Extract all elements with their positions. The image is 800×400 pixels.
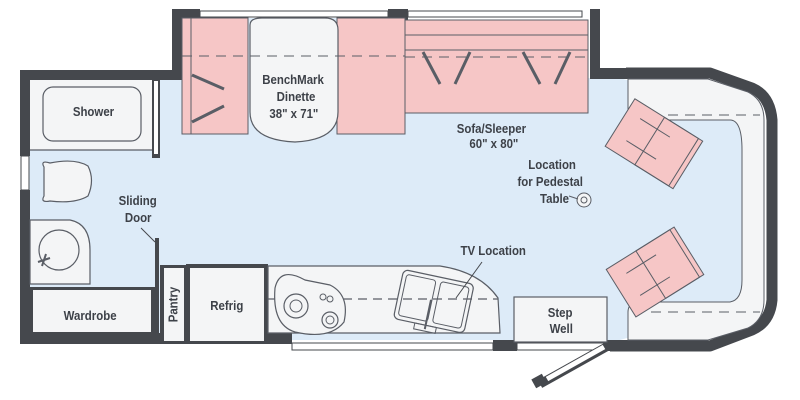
galley-sink	[393, 269, 474, 334]
step-well	[513, 296, 608, 343]
tv-location-label: TV Location	[460, 243, 526, 258]
wardrobe-label: Wardrobe	[63, 308, 117, 323]
sofa-label: Sofa/Sleeper	[456, 121, 527, 136]
toilet	[42, 160, 93, 203]
window-top	[199, 10, 389, 18]
pedestal-table-marker	[568, 192, 592, 208]
sliding-door-label-line2: Door	[124, 210, 152, 225]
pedestal-label-line3: Table	[539, 191, 570, 206]
step-well-label-line2: Well	[549, 321, 573, 336]
pantry	[160, 265, 188, 341]
sliding-door	[155, 238, 159, 338]
shower-label: Shower	[72, 104, 115, 119]
pantry-label: Pantry	[165, 286, 181, 323]
window-top-right	[407, 10, 583, 18]
shower-room	[30, 79, 160, 158]
galley-counter	[267, 261, 501, 335]
pedestal-label-line1: Location	[528, 157, 576, 172]
lavatory-sink	[29, 219, 91, 285]
dinette-label-line1: BenchMark	[262, 72, 324, 87]
entry-door	[531, 342, 611, 389]
wardrobe	[30, 287, 155, 335]
captain-chair-bottom	[605, 226, 705, 318]
pedestal-label-line2: for Pedestal	[517, 174, 583, 189]
sliding-door-label-line1: Sliding	[118, 193, 157, 208]
refrig-label: Refrig	[210, 298, 244, 313]
exterior-walls	[20, 9, 633, 351]
stove-cooktop	[274, 273, 346, 335]
refrigerator	[186, 264, 268, 341]
captain-chair-top	[604, 98, 704, 190]
window-left	[20, 155, 30, 191]
window-bottom	[291, 342, 494, 351]
dinette-label-line2: Dinette	[276, 89, 316, 104]
front-cab-wall	[610, 67, 778, 352]
sofa-sleeper	[404, 19, 589, 114]
window-bottom-2	[516, 342, 606, 351]
dinette-size-label: 38" x 71"	[269, 106, 319, 121]
benchmark-dinette	[181, 17, 406, 143]
sofa-size-label: 60" x 80"	[469, 136, 519, 151]
step-well-label-line1: Step	[547, 305, 573, 320]
